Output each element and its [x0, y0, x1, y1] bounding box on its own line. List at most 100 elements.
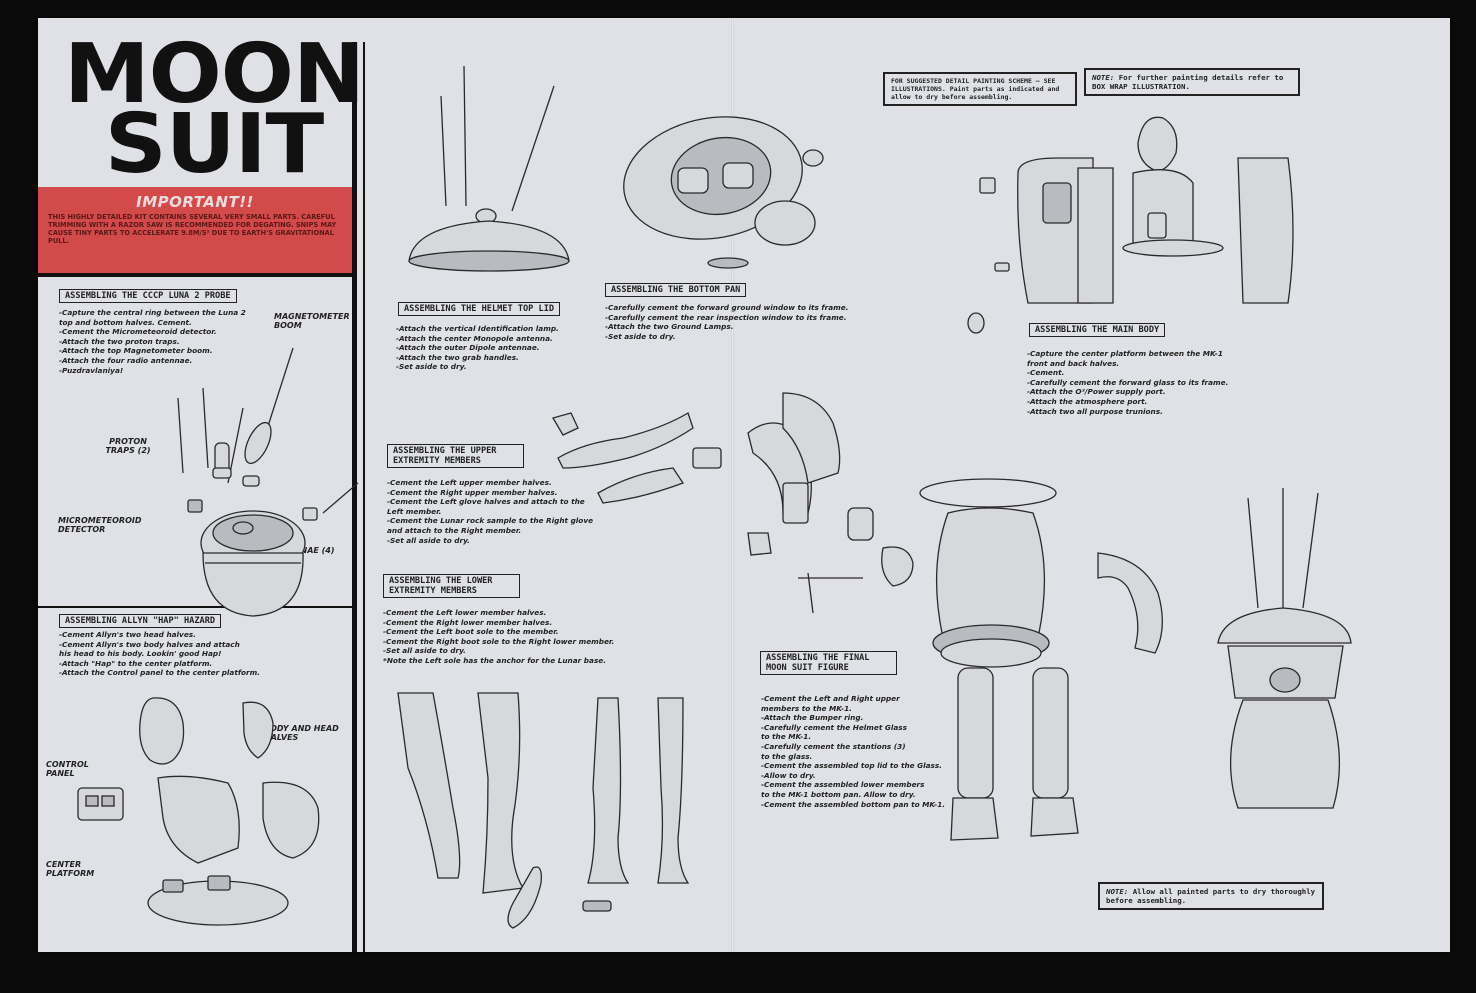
- upper-step: -Set all aside to dry.: [387, 535, 470, 545]
- main-body-step: front and back halves.: [1027, 358, 1120, 368]
- proton-label: PROTON TRAPS (2): [105, 437, 151, 455]
- luna-step: -Attach the top Magnetometer boom.: [59, 346, 213, 356]
- dry-note-label: NOTE:: [1106, 887, 1129, 896]
- final-step: to the glass.: [761, 751, 813, 761]
- box-wrap-note-label: NOTE:: [1092, 73, 1115, 82]
- left-column-rule: [352, 42, 357, 952]
- lower-step: -Cement the Left lower member halves.: [383, 608, 547, 617]
- helmet-step: -Attach the two grab handles.: [396, 352, 519, 362]
- helmet-step: -Attach the center Monopole antenna.: [396, 333, 553, 343]
- final-step: -Cement the Left and Right upper: [761, 694, 900, 703]
- main-body-step: -Carefully cement the forward glass to i…: [1027, 377, 1229, 387]
- final-step: -Cement the assembled lower members: [761, 780, 925, 790]
- box-wrap-note-text: For further painting details refer to BO…: [1092, 73, 1284, 91]
- box-wrap-note: NOTE: For further painting details refer…: [1084, 68, 1300, 96]
- main-body-step: -Attach two all purpose trunions.: [1027, 406, 1163, 416]
- bottom-pan-step: -Carefully cement the forward ground win…: [605, 303, 849, 312]
- main-body-header: ASSEMBLING THE MAIN BODY: [1029, 323, 1166, 337]
- final-step: to the MK-1 bottom pan. Allow to dry.: [761, 789, 916, 799]
- bottom-pan-header: ASSEMBLING THE BOTTOM PAN: [605, 283, 747, 297]
- important-heading: IMPORTANT!!: [136, 193, 254, 211]
- main-body-step: -Cement.: [1027, 368, 1065, 378]
- main-body-step: -Capture the center platform between the…: [1027, 349, 1223, 358]
- lower-step: -Cement the Right lower member halves.: [383, 617, 553, 627]
- helmet-step: -Attach the outer Dipole antennae.: [396, 343, 540, 353]
- center-platform-label: CENTER PLATFORM: [46, 860, 95, 878]
- luna-step: -Attach the four radio antennae.: [59, 355, 193, 365]
- helmet-steps: -Attach the vertical Identification lamp…: [396, 324, 559, 372]
- hap-step: -Attach "Hap" to the center platform.: [59, 658, 213, 668]
- main-body-step: -Attach the atmosphere port.: [1027, 396, 1148, 406]
- final-step: members to the MK-1.: [761, 703, 852, 713]
- luna-step: -Cement the Micrometeoroid detector.: [59, 327, 217, 337]
- helmet-step: -Set aside to dry.: [396, 362, 467, 372]
- bottom-pan-steps: -Carefully cement the forward ground win…: [605, 303, 848, 341]
- luna-steps: -Capture the central ring between the Lu…: [59, 308, 246, 375]
- main-body-illustration: [967, 116, 1294, 334]
- important-banner: IMPORTANT!! THIS HIGHLY DETAILED KIT CON…: [38, 187, 352, 273]
- important-text: THIS HIGHLY DETAILED KIT CONTAINS SEVERA…: [48, 213, 337, 245]
- lower-step: *Note the Left sole has the anchor for t…: [383, 655, 607, 665]
- hap-step: -Attach the Control panel to the center …: [59, 668, 261, 678]
- bottom-pan-illustration: [623, 116, 824, 269]
- hap-steps: -Cement Allyn's two head halves. -Cement…: [59, 630, 260, 678]
- luna-step: -Capture the central ring between the Lu…: [59, 308, 246, 317]
- helmet-lid-illustration: [408, 65, 570, 272]
- painting-note-text: FOR SUGGESTED DETAIL PAINTING SCHEME — S…: [891, 77, 1060, 101]
- luna-bottom-rule: [38, 606, 352, 608]
- final-step: -Cement the assembled top lid to the Gla…: [761, 761, 942, 771]
- title-line-1: MOON: [64, 27, 365, 122]
- upper-step: -Cement the Left glove halves and attach…: [387, 497, 585, 507]
- upper-steps: -Cement the Left upper member halves. -C…: [387, 478, 593, 545]
- center-fold: [731, 18, 734, 952]
- micrometeoroid-label: MICROMETEOROID DETECTOR: [58, 516, 142, 534]
- final-step: to the MK-1.: [761, 732, 812, 742]
- dry-note-text: Allow all painted parts to dry thoroughl…: [1106, 887, 1316, 905]
- hap-figure-illustration: [77, 697, 320, 926]
- hap-step: -Cement Allyn's two body halves and atta…: [59, 639, 240, 649]
- magnetometer-label: MAGNETOMETER BOOM: [274, 312, 350, 330]
- luna-probe-illustration: [177, 347, 359, 617]
- final-step: -Attach the Bumper ring.: [761, 713, 864, 723]
- lower-steps: -Cement the Left lower member halves. -C…: [383, 608, 614, 666]
- luna-header: ASSEMBLING THE CCCP LUNA 2 PROBE: [59, 289, 237, 303]
- helmet-header: ASSEMBLING THE HELMET TOP LID: [398, 302, 561, 316]
- second-column-rule: [363, 42, 365, 952]
- hap-step: his head to his body. Lookin' good Hap!: [59, 649, 222, 659]
- dry-note: NOTE: Allow all painted parts to dry tho…: [1098, 882, 1324, 910]
- main-body-step: -Attach the O²/Power supply port.: [1027, 387, 1166, 397]
- body-head-label: BODY AND HEAD HALVES: [264, 724, 339, 742]
- luna-step: -Attach the two proton traps.: [59, 336, 180, 346]
- upper-header: ASSEMBLING THE UPPER EXTREMITY MEMBERS: [387, 444, 524, 468]
- upper-step: -Cement the Right upper member halves.: [387, 487, 558, 497]
- hap-header: ASSEMBLING ALLYN "HAP" HAZARD: [59, 614, 222, 628]
- final-step: -Carefully cement the Helmet Glass: [761, 722, 907, 732]
- final-step: -Carefully cement the stantions (3): [761, 741, 906, 751]
- control-panel-label: CONTROL PANEL: [46, 760, 89, 778]
- page-title: MOON SUIT: [57, 27, 372, 192]
- painting-note: FOR SUGGESTED DETAIL PAINTING SCHEME — S…: [883, 72, 1077, 106]
- upper-step: -Cement the Left upper member halves.: [387, 478, 552, 487]
- final-steps: -Cement the Left and Right upper members…: [761, 694, 945, 809]
- instruction-sheet: MOON SUIT IMPORTANT!! THIS HIGHLY DETAIL…: [38, 18, 1450, 952]
- lower-header: ASSEMBLING THE LOWER EXTREMITY MEMBERS: [383, 574, 520, 598]
- final-moon-suit-illustration: [881, 478, 1352, 841]
- upper-step: -Cement the Lunar rock sample to the Rig…: [387, 516, 594, 526]
- upper-step: Left member.: [387, 506, 442, 516]
- final-step: -Allow to dry.: [761, 770, 816, 780]
- bottom-pan-step: -Set aside to dry.: [605, 331, 676, 341]
- hap-step: -Cement Allyn's two head halves.: [59, 630, 196, 639]
- lower-step: -Cement the Right boot sole to the Right…: [383, 636, 615, 646]
- final-step: -Cement the assembled bottom pan to MK-1…: [761, 799, 946, 809]
- lower-step: -Set all aside to dry.: [383, 646, 466, 656]
- lower-step: -Cement the Left boot sole to the member…: [383, 627, 559, 637]
- important-bottom-rule: [38, 273, 352, 277]
- upper-extremity-illustration: [552, 392, 874, 614]
- luna-step: top and bottom halves. Cement.: [59, 317, 192, 327]
- upper-step: and attach to the Right member.: [387, 525, 522, 535]
- main-body-steps: -Capture the center platform between the…: [1027, 349, 1228, 416]
- bottom-pan-step: -Attach the two Ground Lamps.: [605, 322, 734, 332]
- final-header: ASSEMBLING THE FINAL MOON SUIT FIGURE: [760, 651, 897, 675]
- title-line-2: SUIT: [104, 97, 325, 192]
- lower-extremity-illustration: [397, 692, 690, 929]
